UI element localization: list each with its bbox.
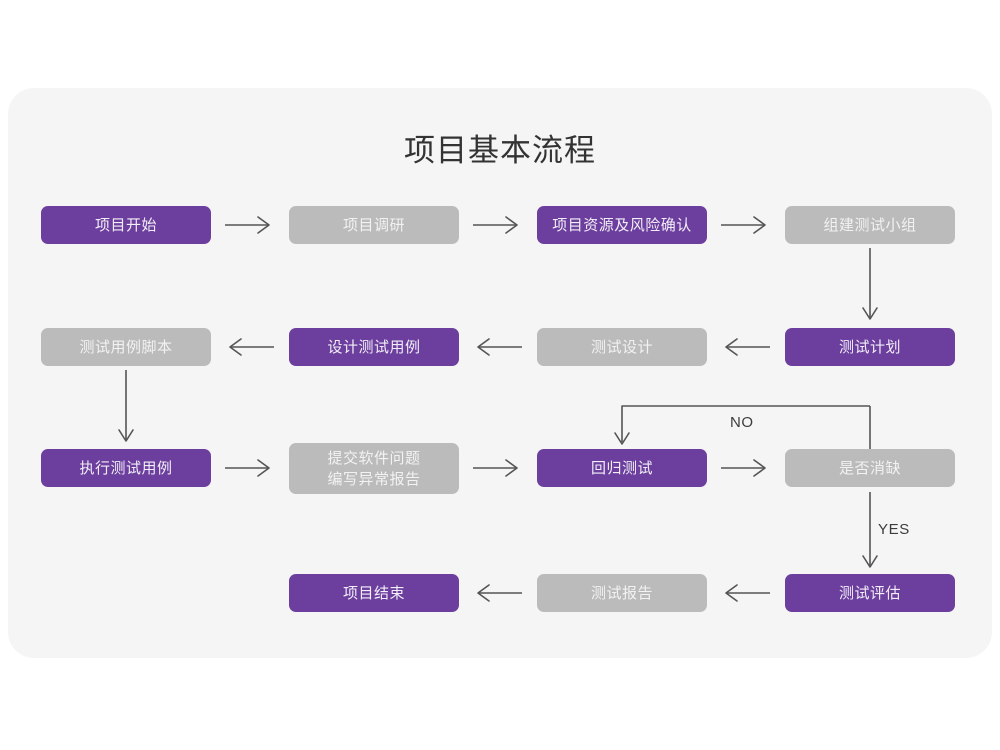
arrow-down-yes-to-evaluation [856, 492, 884, 576]
arrow-right-research-to-risk [472, 212, 524, 238]
arrow-left-design-to-script [224, 334, 276, 360]
node-test-report[interactable]: 测试报告 [537, 574, 707, 612]
node-submit-issue-write-report[interactable]: 提交软件问题 编写异常报告 [289, 443, 459, 494]
arrow-down-team-to-testplan [856, 248, 884, 326]
node-test-evaluation[interactable]: 测试评估 [785, 574, 955, 612]
page-title: 项目基本流程 [404, 133, 596, 168]
arrow-right-regression-to-defect-check [720, 455, 772, 481]
arrow-right-execute-to-report-issue [224, 455, 276, 481]
node-defect-cleared-check[interactable]: 是否消缺 [785, 449, 955, 487]
node-line-1: 提交软件问题 [327, 449, 421, 467]
node-test-design[interactable]: 测试设计 [537, 328, 707, 366]
node-test-plan[interactable]: 测试计划 [785, 328, 955, 366]
arrow-left-testdesign-to-designcase [472, 334, 524, 360]
arrow-feedback-no-loop [612, 404, 882, 456]
arrow-left-testplan-to-testdesign [720, 334, 772, 360]
arrow-right-issue-to-regression [472, 455, 524, 481]
edge-label-yes: YES [878, 521, 910, 538]
node-project-start[interactable]: 项目开始 [41, 206, 211, 244]
node-design-test-case[interactable]: 设计测试用例 [289, 328, 459, 366]
node-line-2: 编写异常报告 [327, 470, 421, 488]
flowchart-card [8, 88, 992, 658]
node-regression-test[interactable]: 回归测试 [537, 449, 707, 487]
node-build-test-team[interactable]: 组建测试小组 [785, 206, 955, 244]
arrow-left-evaluation-to-testreport [720, 580, 772, 606]
node-project-end[interactable]: 项目结束 [289, 574, 459, 612]
node-test-case-script[interactable]: 测试用例脚本 [41, 328, 211, 366]
arrow-left-testreport-to-projectend [472, 580, 524, 606]
edge-label-no: NO [730, 414, 754, 431]
arrow-right-start-to-research [224, 212, 276, 238]
node-project-research[interactable]: 项目调研 [289, 206, 459, 244]
node-resource-risk-confirm[interactable]: 项目资源及风险确认 [537, 206, 707, 244]
arrow-down-script-to-execute [112, 370, 140, 448]
node-execute-test-case[interactable]: 执行测试用例 [41, 449, 211, 487]
arrow-right-risk-to-team [720, 212, 772, 238]
